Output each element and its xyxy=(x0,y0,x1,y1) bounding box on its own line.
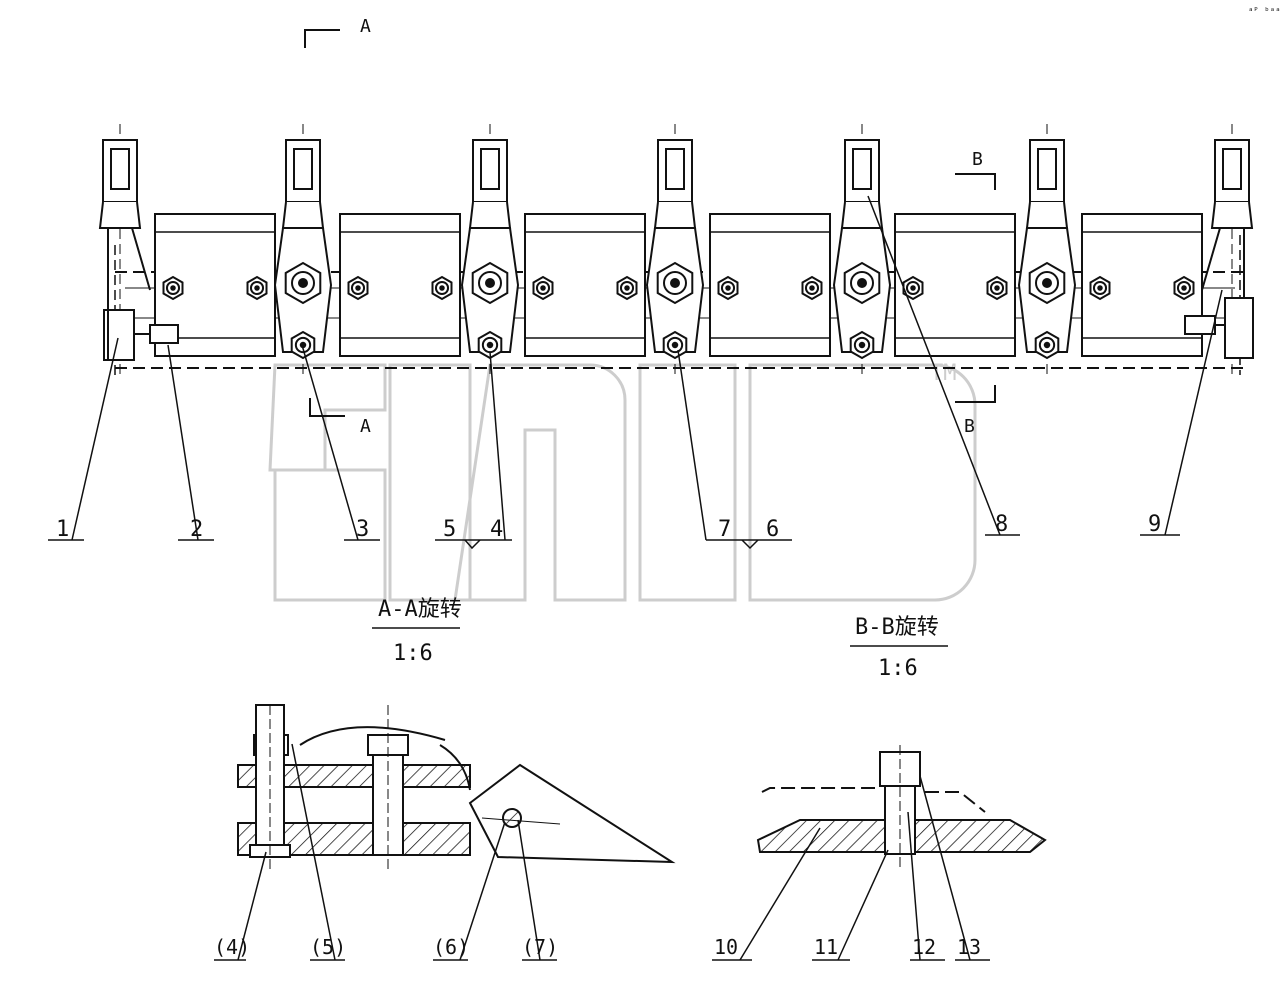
nut-icon xyxy=(902,275,924,301)
guard-blocks xyxy=(154,213,1203,357)
callout-labels-top: 1 2 3 5 4 7 6 8 9 xyxy=(56,512,1161,542)
callout-3: 3 xyxy=(356,517,369,542)
svg-text:A: A xyxy=(360,416,371,437)
finger-assembly xyxy=(98,124,151,375)
view-title-bb-scale: 1:6 xyxy=(878,656,918,681)
nut-icon xyxy=(801,275,823,301)
guard-block xyxy=(894,213,1016,357)
left-end-plate xyxy=(103,309,179,361)
section-aa-labels: (4) (5) (6) (7) xyxy=(214,935,558,959)
section-bb-view xyxy=(756,745,1047,870)
callout-4: 4 xyxy=(490,517,503,542)
nut-icon xyxy=(849,330,875,360)
finger-assembly xyxy=(460,124,520,375)
callout-aa-6: (6) xyxy=(433,935,469,959)
guard-block xyxy=(1081,213,1203,357)
nut-icon xyxy=(471,261,509,305)
nut-icon xyxy=(1173,275,1195,301)
nut-icon xyxy=(656,261,694,305)
section-aa-view xyxy=(237,704,676,870)
section-b-top-marker: B xyxy=(955,149,996,190)
callout-leaders-top xyxy=(48,195,1223,550)
finger-assemblies xyxy=(98,124,1254,375)
callout-9: 9 xyxy=(1148,512,1161,537)
finger-assembly xyxy=(645,124,705,375)
view-title-bb-name: B-B旋转 xyxy=(855,615,939,640)
callout-2: 2 xyxy=(190,517,203,542)
callout-aa-7: (7) xyxy=(522,935,558,959)
corner-mark: ᵃᴾ ᵇᵃᵃ xyxy=(1248,7,1281,17)
nut-icon xyxy=(246,275,268,301)
callout-7: 7 xyxy=(718,517,731,542)
nut-icon xyxy=(616,275,638,301)
nut-icon xyxy=(290,330,316,360)
watermark: TM xyxy=(268,361,977,602)
callout-bb-10: 10 xyxy=(714,935,738,959)
view-title-bb: B-B旋转 1:6 xyxy=(850,615,948,681)
nut-icon xyxy=(347,275,369,301)
callout-5: 5 xyxy=(443,517,456,542)
svg-text:A: A xyxy=(360,16,371,37)
callout-1: 1 xyxy=(56,517,69,542)
section-bb-leaders xyxy=(712,775,990,961)
nut-icon xyxy=(717,275,739,301)
callout-8: 8 xyxy=(995,512,1008,537)
view-title-aa-name: A-A旋转 xyxy=(378,597,462,622)
finger-assembly xyxy=(273,124,333,375)
view-title-aa-scale: 1:6 xyxy=(393,641,433,666)
callout-aa-4: (4) xyxy=(214,935,250,959)
nut-icon xyxy=(284,261,322,305)
finger-assembly xyxy=(832,124,892,375)
callout-bb-12: 12 xyxy=(912,935,936,959)
section-a-bottom-marker: A xyxy=(309,398,371,437)
nut-icon xyxy=(1089,275,1111,301)
nut-icon xyxy=(1028,261,1066,305)
guard-block xyxy=(709,213,831,357)
nut-icon xyxy=(532,275,554,301)
nut-icon xyxy=(986,275,1008,301)
finger-assembly xyxy=(1017,124,1077,375)
nut-icon xyxy=(843,261,881,305)
nut-icon xyxy=(162,275,184,301)
section-bb-labels: 10 11 12 13 xyxy=(714,935,981,959)
section-b-bottom-marker: B xyxy=(955,385,996,437)
svg-text:B: B xyxy=(972,149,983,170)
nut-icon xyxy=(431,275,453,301)
view-title-aa: A-A旋转 1:6 xyxy=(372,597,462,666)
guard-block xyxy=(524,213,646,357)
callout-bb-13: 13 xyxy=(957,935,981,959)
nut-icon xyxy=(1034,330,1060,360)
section-aa-leaders xyxy=(214,743,557,961)
finger-assembly xyxy=(1201,124,1254,375)
callout-6: 6 xyxy=(766,517,779,542)
callout-bb-11: 11 xyxy=(814,935,838,959)
svg-text:B: B xyxy=(964,416,975,437)
callout-aa-5: (5) xyxy=(310,935,346,959)
guard-block xyxy=(339,213,461,357)
nut-icon xyxy=(662,330,688,360)
right-end-plate xyxy=(1184,297,1254,359)
section-a-top-marker: A xyxy=(304,16,371,48)
